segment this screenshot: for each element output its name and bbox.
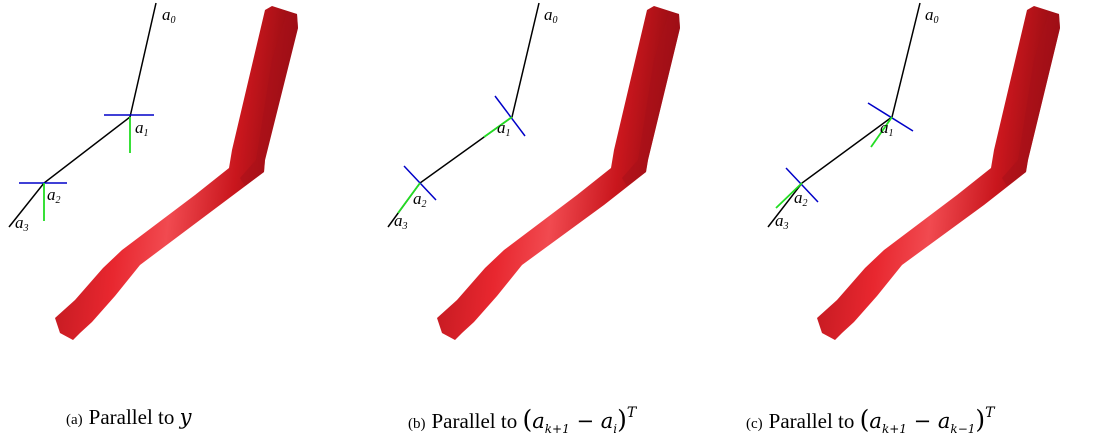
axis-green — [397, 182, 421, 214]
tube-shape — [437, 6, 680, 340]
label-a0: a0 — [544, 5, 558, 26]
frame-b1 — [483, 95, 526, 138]
panel-a: a0 a1 a2 a3 — [8, 2, 298, 340]
caption-a: (a) Parallel to y — [66, 405, 192, 430]
caption-text: Parallel to — [768, 409, 855, 433]
red-tube-c — [817, 6, 1060, 340]
label-a2: a2 — [47, 185, 61, 206]
frame-a2 — [19, 182, 67, 221]
frame-c2 — [775, 167, 819, 209]
caption-math: y — [179, 405, 192, 429]
caption-math: (ak+1 − ai)T — [522, 405, 637, 436]
axis-green — [483, 116, 513, 138]
label-a2: a2 — [794, 188, 808, 209]
panel-b: a0 a1 a2 a3 — [387, 2, 680, 340]
label-a3: a3 — [394, 211, 408, 232]
label-a2: a2 — [413, 189, 427, 210]
skeleton-a — [8, 2, 157, 228]
skeleton-line — [8, 2, 157, 228]
red-tube-b — [437, 6, 680, 340]
label-a0: a0 — [925, 5, 939, 26]
caption-text: Parallel to — [88, 405, 175, 429]
panel-c: a0 a1 a2 a3 — [767, 2, 1060, 340]
label-a1: a1 — [497, 118, 511, 139]
label-a1: a1 — [135, 118, 149, 139]
label-a1: a1 — [880, 118, 894, 139]
tube-shape — [55, 6, 298, 340]
caption-b: (b) Parallel to (ak+1 − ai)T — [408, 405, 636, 436]
axis-blue — [785, 167, 819, 203]
axis-green — [775, 182, 803, 209]
skeleton-line — [767, 2, 921, 228]
red-tube-a — [55, 6, 298, 340]
caption-text: Parallel to — [431, 409, 518, 433]
skeleton-b — [387, 2, 540, 228]
label-a3: a3 — [775, 211, 789, 232]
caption-math: (ak+1 − ak−1)T — [859, 405, 995, 436]
tube-shape — [817, 6, 1060, 340]
caption-tag: (c) — [746, 416, 763, 432]
tube-shade — [622, 12, 680, 186]
axis-blue — [494, 95, 526, 137]
skeleton-c — [767, 2, 921, 228]
label-a0: a0 — [162, 5, 176, 26]
skeleton-line — [387, 2, 540, 228]
axis-green — [870, 116, 893, 148]
frame-c1 — [867, 102, 914, 148]
frame-a1 — [104, 114, 154, 153]
caption-tag: (b) — [408, 416, 426, 432]
tube-shade — [240, 12, 298, 186]
tube-shade — [1002, 12, 1060, 186]
label-a3: a3 — [15, 213, 29, 234]
frame-b2 — [397, 165, 437, 214]
axis-blue — [867, 102, 914, 132]
caption-c: (c) Parallel to (ak+1 − ak−1)T — [746, 405, 995, 436]
caption-tag: (a) — [66, 412, 83, 428]
